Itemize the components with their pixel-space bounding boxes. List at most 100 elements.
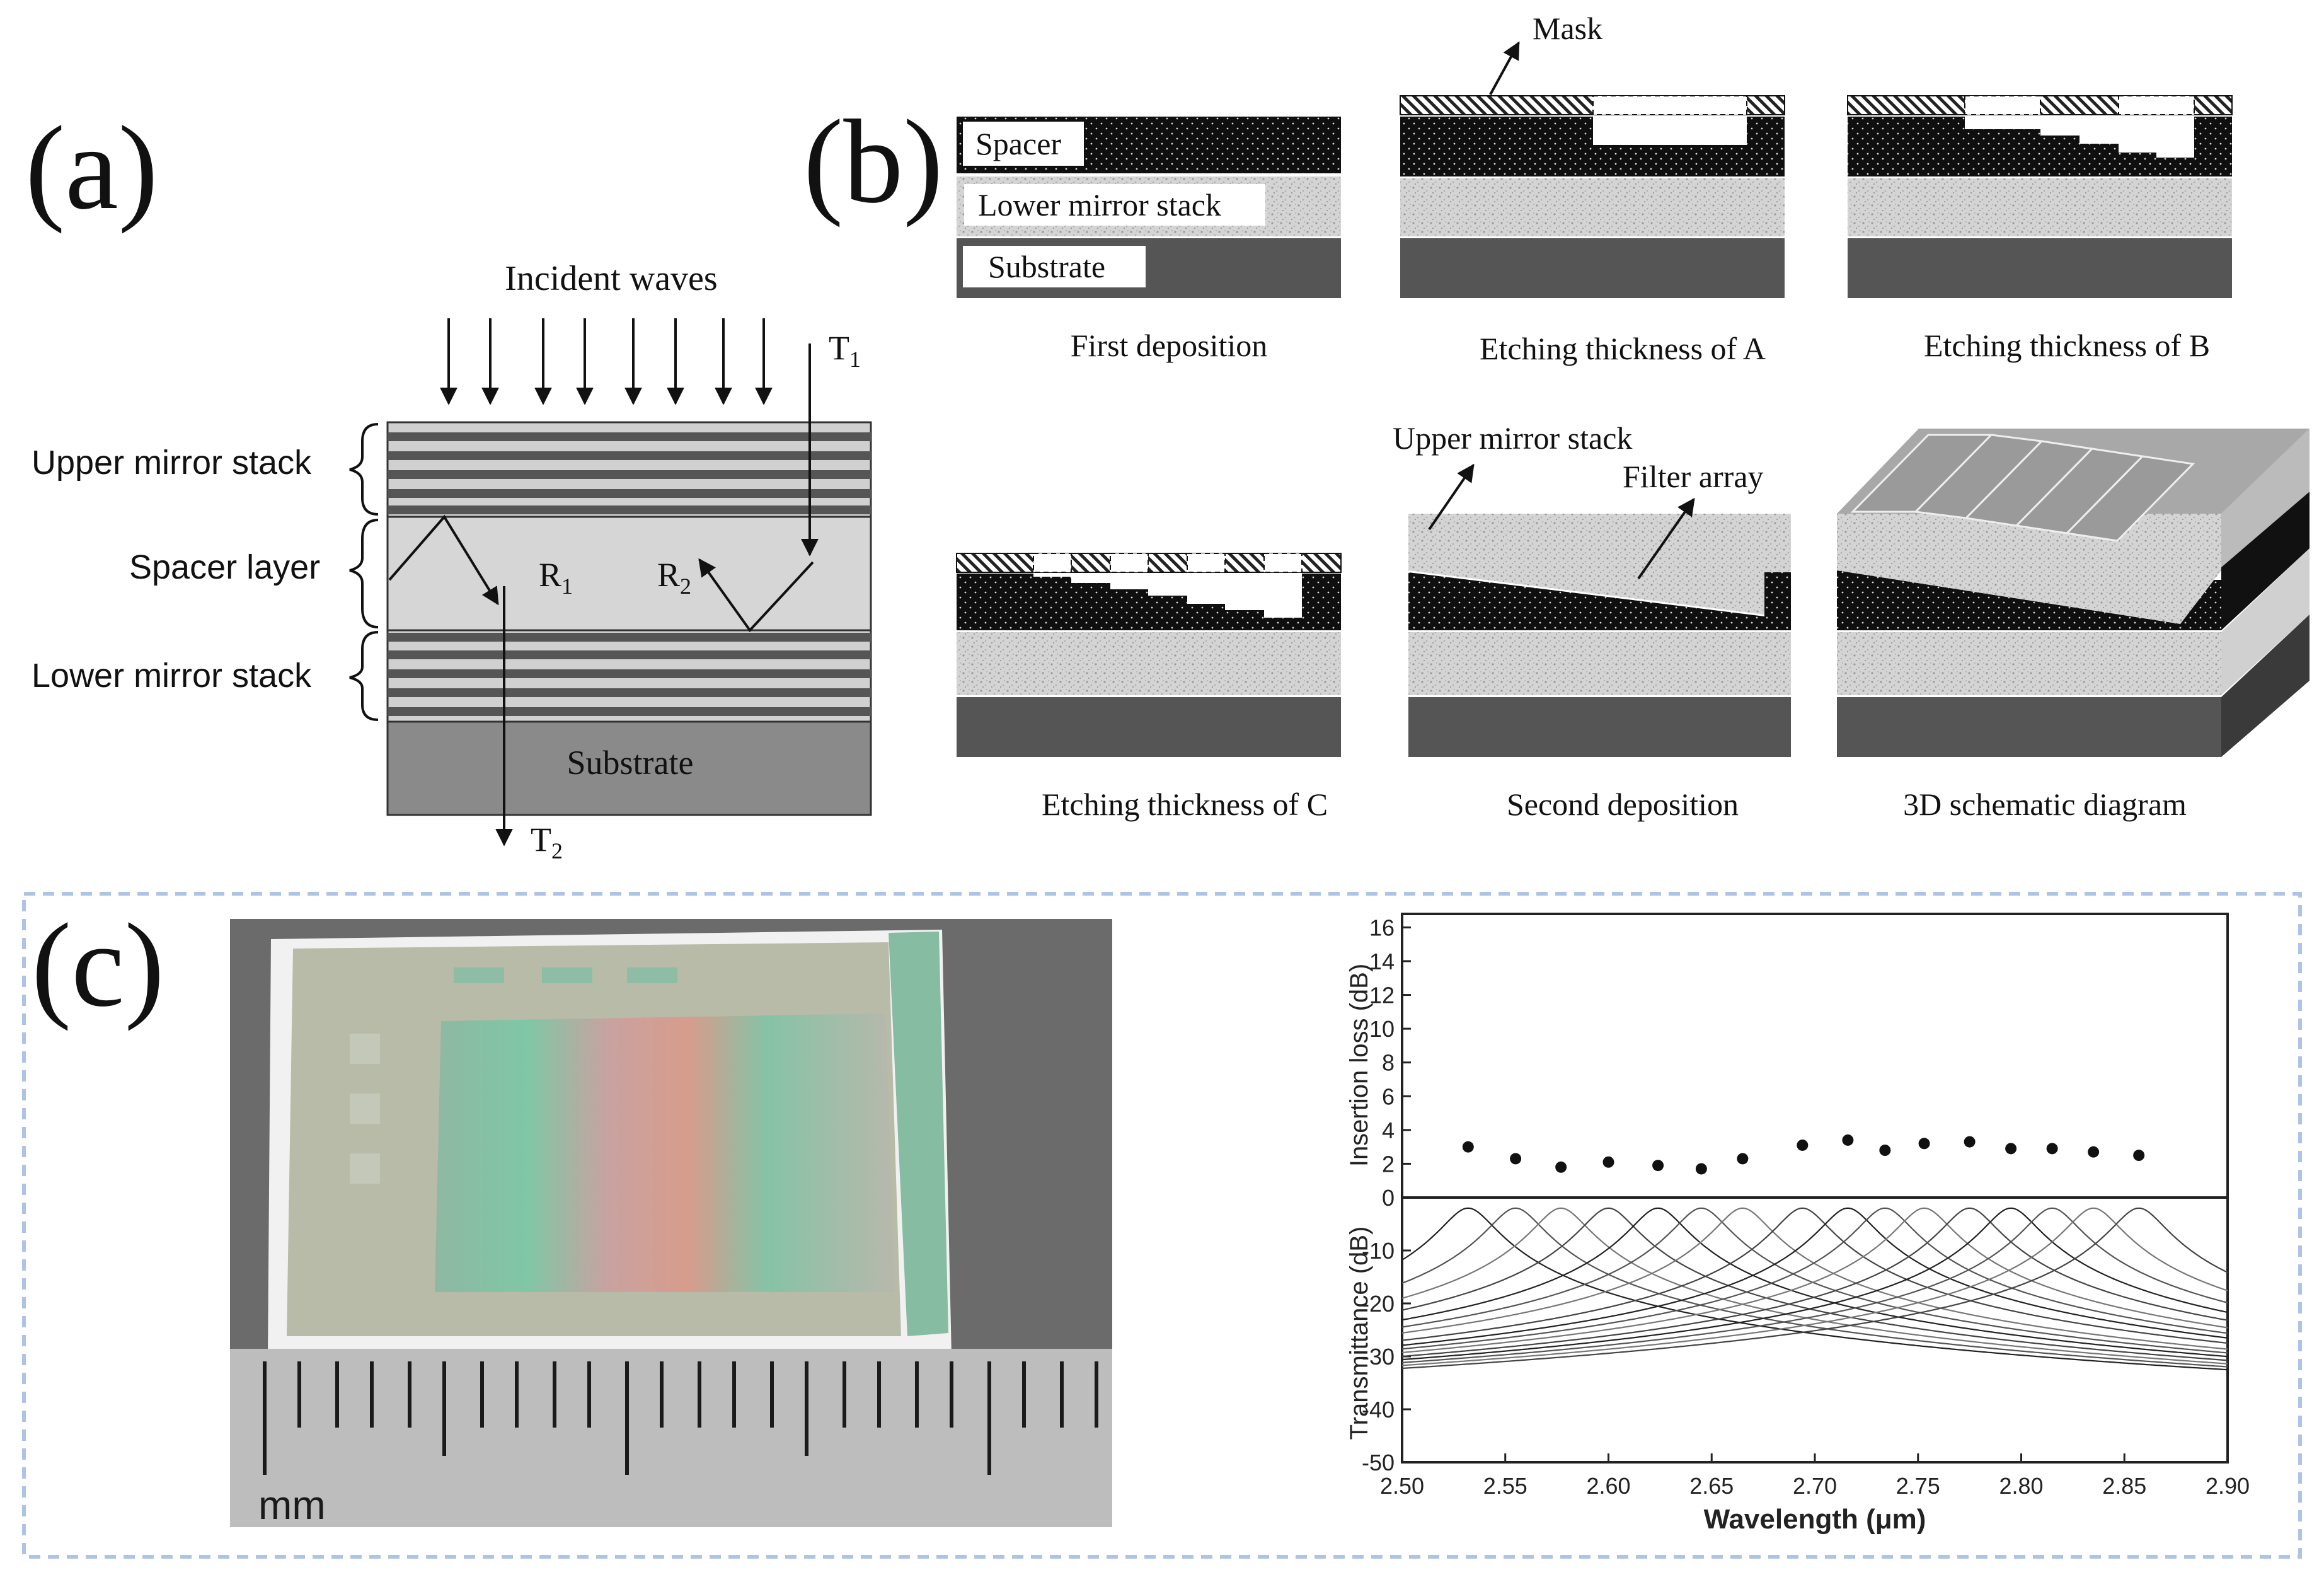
insertion-loss-point <box>2046 1143 2058 1155</box>
y-tick-label-bottom: -20 <box>1362 1291 1395 1317</box>
t2-label: T2 <box>531 821 563 863</box>
y-tick-label-top: 2 <box>1382 1151 1395 1177</box>
x-tick-label: 2.70 <box>1793 1473 1837 1499</box>
transmittance-curve <box>1401 1207 2228 1350</box>
transmittance-curve <box>1401 1207 2228 1344</box>
r1-label: R1 <box>539 556 573 599</box>
r2-label: R2 <box>657 556 691 599</box>
transmittance-curve <box>1401 1207 2228 1361</box>
mask-label: Mask <box>1533 11 1602 46</box>
caption-3d-schematic: 3D schematic diagram <box>1903 787 2187 822</box>
upper-mirror-arrow <box>1428 463 1475 531</box>
upper-mirror-stack-label: Upper mirror stack <box>32 444 312 482</box>
caption-second-deposition: Second deposition <box>1507 787 1739 822</box>
substrate-tag: Substrate <box>988 249 1105 284</box>
ruler-unit-label: mm <box>258 1482 326 1528</box>
insertion-loss-point <box>1918 1138 1930 1150</box>
transmittance-curve <box>1401 1207 2228 1354</box>
x-tick-label: 2.60 <box>1586 1473 1630 1499</box>
lower-mirror-stack-label: Lower mirror stack <box>32 657 312 695</box>
caption-etching-a: Etching thickness of A <box>1480 331 1766 366</box>
y-tick-label-bottom: -50 <box>1362 1450 1395 1475</box>
caption-first-deposition: First deposition <box>1071 328 1268 363</box>
x-tick-label: 2.85 <box>2102 1473 2146 1499</box>
insertion-loss-point <box>1737 1153 1749 1165</box>
transmittance-curve <box>1401 1207 2228 1363</box>
panel-c-dashed-border <box>22 892 2302 1559</box>
upper-brace <box>349 423 379 516</box>
spacer-brace <box>349 519 379 628</box>
insertion-loss-point <box>1462 1141 1474 1153</box>
filter-array-label: Filter array <box>1623 459 1764 494</box>
cell-second-deposition: Upper mirror stack Filter array Second d… <box>1393 420 1791 822</box>
lower-brace <box>349 631 379 721</box>
y-tick-label-top: 16 <box>1369 915 1395 940</box>
panel-a-letter: (a) <box>25 102 158 234</box>
cell-etching-b: Etching thickness of B <box>1847 95 2233 363</box>
insertion-loss-point <box>1797 1139 1809 1151</box>
x-tick-label: 2.90 <box>2206 1473 2250 1499</box>
y-tick-label-top: 4 <box>1382 1117 1395 1143</box>
cell-etching-a: Mask Etching thickness of A <box>1400 11 1785 366</box>
y-tick-label-top: 8 <box>1382 1050 1395 1076</box>
cell-first-deposition: Spacer Lower mirror stack Substrate Firs… <box>957 117 1341 363</box>
upper-mirror-stack <box>386 421 872 518</box>
insertion-loss-point <box>1695 1163 1707 1175</box>
incident-wave-arrows <box>440 318 773 405</box>
y-tick-label-bottom: -10 <box>1362 1238 1395 1264</box>
x-tick-label: 2.80 <box>1999 1473 2043 1499</box>
insertion-loss-point <box>1842 1134 1854 1146</box>
x-axis-label: Wavelength (μm) <box>1704 1504 1926 1535</box>
ray-r2 <box>698 558 814 633</box>
filter-array-arrow <box>1637 497 1695 580</box>
lower-mirror-stack <box>386 629 872 723</box>
panel-b-letter: (b) <box>803 96 943 228</box>
spacer-layer-label: Spacer layer <box>129 548 320 586</box>
y-tick-label-top: 10 <box>1369 1016 1395 1042</box>
panel-b: (b) Spacer Lower mirror stack Substrate … <box>803 11 2310 822</box>
y-tick-label-top: 14 <box>1369 949 1395 974</box>
transmittance-curve <box>1401 1207 2228 1365</box>
transmittance-plot-frame <box>1401 1196 2229 1464</box>
caption-etching-b: Etching thickness of B <box>1924 328 2210 363</box>
transmittance-curve <box>1401 1207 2228 1368</box>
t1-label: T1 <box>829 329 861 372</box>
caption-etching-c: Etching thickness of C <box>1042 787 1328 822</box>
x-tick-label: 2.75 <box>1896 1473 1940 1499</box>
insertion-loss-point <box>1602 1156 1614 1168</box>
ray-r1 <box>388 514 499 606</box>
transmittance-curve <box>1401 1207 2228 1358</box>
mask-arrow <box>1489 41 1520 95</box>
transmittance-curve <box>1401 1207 2228 1350</box>
upper-mirror-stack-tag: Upper mirror stack <box>1393 420 1632 456</box>
substrate-label-a: Substrate <box>567 744 694 782</box>
insertion-loss-axis-label: Insertion loss (dB) <box>1345 964 1373 1167</box>
substrate-block <box>386 720 872 816</box>
transmittance-curve <box>1401 1207 2228 1361</box>
insertion-loss-point <box>2088 1146 2100 1158</box>
insertion-loss-point <box>2005 1143 2017 1155</box>
spacer-layer-block <box>386 516 872 632</box>
insertion-loss-point <box>2133 1150 2145 1162</box>
x-tick-label: 2.65 <box>1689 1473 1734 1499</box>
x-tick-label: 2.55 <box>1483 1473 1527 1499</box>
transmittance-curve <box>1401 1207 2228 1353</box>
insertion-loss-point <box>1555 1161 1567 1173</box>
incident-waves-label: Incident waves <box>505 259 717 298</box>
insertion-loss-point <box>1510 1153 1522 1165</box>
y-tick-label-bottom: -40 <box>1362 1397 1395 1423</box>
transmittance-curve <box>1401 1207 2228 1371</box>
panel-c-letter: (c) <box>32 899 164 1032</box>
y-tick-label-top: 0 <box>1382 1185 1395 1211</box>
y-tick-label-bottom: -30 <box>1362 1344 1395 1370</box>
insertion-loss-point <box>1879 1145 1891 1156</box>
spacer-tag: Spacer <box>975 126 1061 161</box>
transmittance-axis-label: Transmittance (dB) <box>1345 1227 1373 1440</box>
y-tick-label-top: 6 <box>1382 1083 1395 1109</box>
cell-3d-schematic: 3D schematic diagram <box>1837 429 2310 822</box>
panel-c: (c) <box>32 899 2250 1535</box>
panel-a: (a) Incident waves <box>25 102 872 863</box>
transmittance-curve <box>1401 1207 2228 1366</box>
